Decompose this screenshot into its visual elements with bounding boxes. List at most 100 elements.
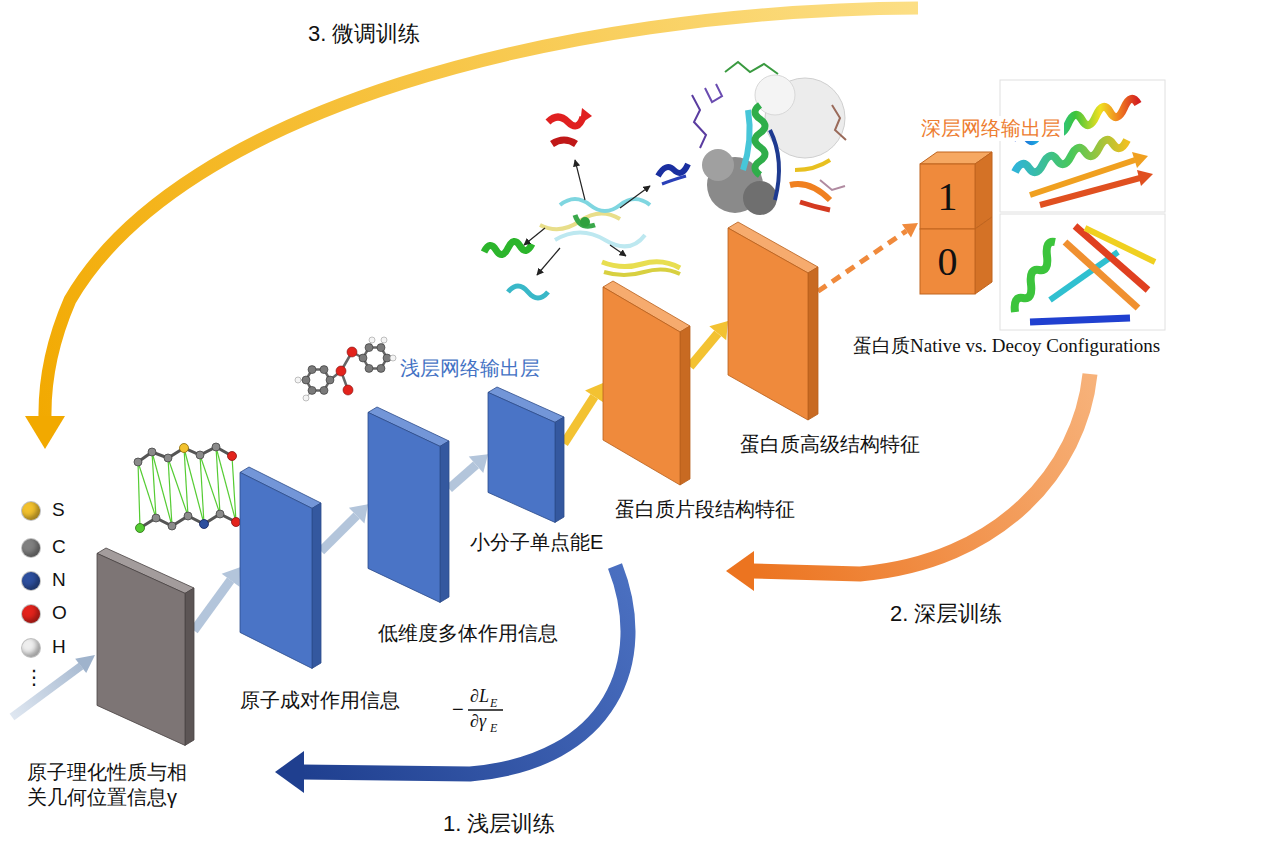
molecule-many-body-part-part xyxy=(308,386,316,394)
protein-complex-part xyxy=(800,202,830,210)
molecule-pair-interaction-part xyxy=(232,518,241,527)
connector-arrow xyxy=(321,504,368,551)
protein-fragments-part xyxy=(552,140,576,144)
molecule-pair-interaction-part xyxy=(138,447,236,528)
molecule-pair-interaction-part-part xyxy=(152,452,172,526)
protein-complex-part xyxy=(692,95,706,148)
molecule-pair-interaction-part-part xyxy=(196,451,204,459)
finetune-arc-part xyxy=(25,416,65,449)
layer-label: 低维度多体作用信息 xyxy=(378,621,558,646)
protein-fragments-part-part xyxy=(610,245,626,256)
training-step: 3. 微调训练 xyxy=(308,22,420,46)
molecule-many-body-part-part xyxy=(381,337,387,343)
network-layer: 蛋白质片段结构特征 xyxy=(603,281,690,485)
molecule-pair-interaction xyxy=(134,443,241,533)
protein-complex-part xyxy=(705,84,722,102)
arrow-shaft xyxy=(818,231,906,291)
protein-complex xyxy=(692,62,846,215)
fraction-bar xyxy=(468,710,503,711)
molecule-many-body xyxy=(295,337,396,401)
cube-face xyxy=(920,229,975,294)
slab-face xyxy=(97,553,185,745)
native-protein-part xyxy=(1040,178,1140,205)
network-layer: 低维度多体作用信息 xyxy=(368,407,449,602)
layer-label: 原子理化性质与相关几何位置信息γ xyxy=(27,760,199,810)
molecule-pair-interaction-part-part xyxy=(216,447,220,514)
protein-fragments-part-part xyxy=(524,228,545,245)
formula-subscript: E xyxy=(490,697,497,710)
protein-complex-part xyxy=(820,180,845,190)
molecule-pair-interaction-part-part xyxy=(216,510,224,518)
legend-swatch xyxy=(22,605,40,623)
protein-fragments-part xyxy=(555,233,645,247)
protein-complex-part xyxy=(795,160,830,170)
layer-slab xyxy=(97,548,194,745)
protein-complex-part xyxy=(770,130,779,200)
legend-text: C xyxy=(52,537,66,558)
formula-term: ∂L xyxy=(470,687,489,707)
molecule-pair-interaction-part-part xyxy=(232,456,236,522)
fraction-bar-part xyxy=(468,709,503,711)
molecule-many-body-part-part xyxy=(343,385,353,395)
arrow-shaft xyxy=(690,333,718,366)
native-protein-part xyxy=(1132,152,1148,168)
molecule-many-body-part-part xyxy=(377,344,385,352)
layer-label: 蛋白质高级结构特征 xyxy=(740,432,920,457)
protein-complex-part xyxy=(702,149,734,181)
layer-slab xyxy=(368,407,449,602)
legend-ellipsis: ⋮ xyxy=(24,666,44,688)
molecule-pair-interaction-part-part xyxy=(164,454,172,462)
molecule-many-body-part-part xyxy=(320,366,328,374)
legend-text: O xyxy=(52,603,67,624)
network-layer: 蛋白质高级结构特征 xyxy=(728,222,818,420)
connector-arrow xyxy=(194,567,240,630)
formula-sign: − xyxy=(452,698,464,720)
molecule-many-body-part-part xyxy=(302,376,310,384)
molecule-pair-interaction-part-part xyxy=(138,462,140,528)
slab-side xyxy=(555,417,564,522)
legend-swatch xyxy=(22,502,40,520)
legend-text: H xyxy=(52,637,66,658)
molecule-many-body-part-part xyxy=(365,364,373,372)
input-arrow-part xyxy=(75,655,95,673)
native-protein-part xyxy=(1030,160,1135,195)
protein-fragments-part xyxy=(662,176,686,184)
protein-fragments xyxy=(484,108,688,298)
protein-fragments-part xyxy=(560,199,650,211)
native-protein-part xyxy=(1000,80,1165,212)
protein-fragments-part-part xyxy=(620,186,650,208)
molecule-many-body-part-part xyxy=(303,395,309,401)
training-step: 2. 深层训练 xyxy=(890,602,1002,626)
protein-fragments-part xyxy=(575,215,595,226)
protein-complex-part xyxy=(725,62,778,74)
legend-text: S xyxy=(52,500,65,521)
shallow-training-arc-part xyxy=(302,566,628,774)
connector-arrow xyxy=(818,223,918,291)
decoy-protein-part xyxy=(1015,242,1055,312)
molecule-many-body-part-part xyxy=(320,386,328,394)
layer-label: 原子成对作用信息 xyxy=(240,688,400,713)
output-value: 1 xyxy=(920,164,975,229)
legend-swatch xyxy=(22,572,40,590)
network-layer: 浅层网络输出层小分子单点能E xyxy=(488,387,564,522)
molecule-many-body-part-part xyxy=(295,377,301,383)
shallow-training-arc-part xyxy=(275,751,304,793)
molecule-pair-interaction-part-part xyxy=(148,448,156,456)
output-caption: 蛋白质Native vs. Decoy Configurations xyxy=(853,336,1160,357)
deep-training-arc xyxy=(726,374,1090,591)
protein-complex-part xyxy=(832,105,846,140)
slab-side xyxy=(808,267,818,420)
cube-side xyxy=(975,152,992,229)
layer-slab xyxy=(728,222,818,420)
arrow-shaft xyxy=(194,580,231,630)
arrow-shaft xyxy=(449,465,476,489)
decoy-protein xyxy=(1000,214,1165,330)
arrow-shaft xyxy=(321,516,357,552)
protein-fragments-part xyxy=(548,117,583,126)
formula-subscript: E xyxy=(490,722,497,735)
protein-fragments-part xyxy=(484,241,532,254)
molecule-many-body-part xyxy=(306,348,387,391)
protein-fragments-part xyxy=(540,213,620,229)
layer-heading: 浅层网络输出层 xyxy=(400,356,540,381)
